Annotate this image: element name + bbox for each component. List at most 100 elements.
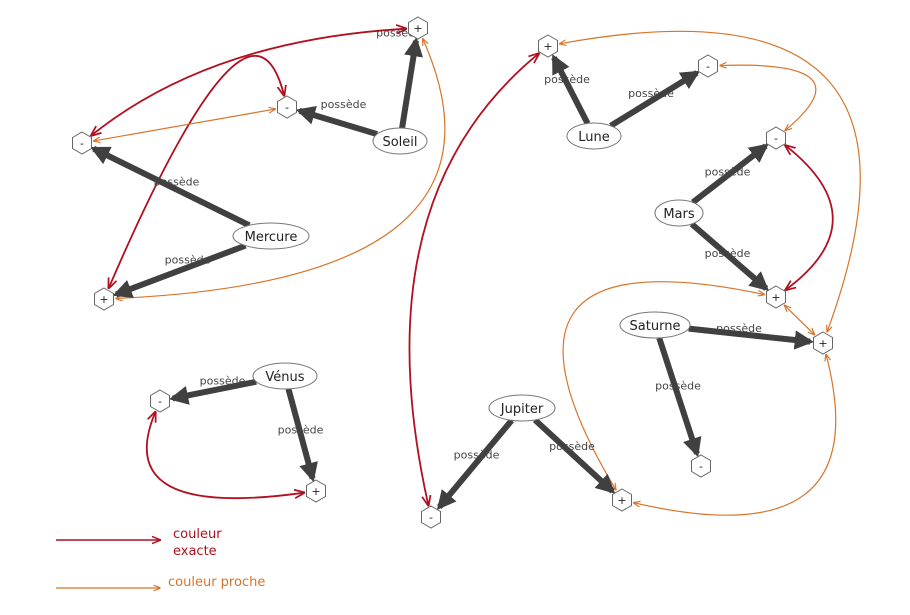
possede-arrow (295, 105, 378, 137)
hex-sign-label: + (617, 494, 626, 507)
planet-node-venus: Vénus (252, 362, 318, 390)
hex-node-mars-minus: - (766, 126, 786, 150)
possede-arrow (690, 143, 769, 205)
color-link-exact (408, 54, 538, 506)
possede-arrow (532, 417, 616, 494)
hex-node-venus-minus: - (150, 389, 170, 413)
color-link-close (785, 305, 815, 334)
possede-label: possède (655, 380, 701, 393)
possede-edges-layer: possède possède possède possède possède possè… (90, 27, 814, 510)
planet-ellipse (488, 394, 556, 422)
planet-ellipse (654, 199, 704, 227)
planet-node-mars: Mars (654, 199, 704, 227)
color-link-close (634, 355, 837, 516)
planet-node-jupiter: Jupiter (488, 394, 556, 422)
possede-arrow (551, 54, 591, 125)
hex-sign-label: - (285, 101, 289, 114)
hexagon-shape (277, 95, 297, 119)
possede-label: possède (549, 440, 595, 453)
hex-node-soleil-minus: - (277, 95, 297, 119)
possede-arrow (436, 418, 514, 510)
hex-sign-label: - (699, 460, 703, 473)
hexagon-shape (698, 54, 718, 78)
planet-node-mercure: Mercure (232, 222, 310, 250)
possede-arrow (688, 325, 814, 350)
hexagon-shape (813, 331, 833, 355)
possede-arrow (689, 221, 770, 292)
hex-node-lune-plus: + (538, 34, 558, 58)
hex-node-mercure-minus: - (72, 131, 92, 155)
possede-label: possède (544, 73, 590, 86)
possede-arrow (112, 242, 247, 298)
possede-label: possède (705, 247, 751, 260)
hex-node-jupiter-minus: - (421, 505, 441, 529)
legend-label-close: couleur proche (168, 575, 265, 590)
planet-ellipse (232, 222, 310, 250)
hexagon-shape (766, 126, 786, 150)
planet-label: Jupiter (500, 402, 544, 417)
planet-ellipse (372, 127, 428, 155)
possede-label: possède (321, 98, 367, 111)
hex-node-saturne-plus: + (813, 331, 833, 355)
planet-label: Lune (578, 130, 610, 145)
hex-sign-label: + (413, 22, 422, 35)
possede-label: possède (200, 375, 246, 388)
hex-node-soleil-plus: + (408, 16, 428, 40)
hex-node-saturne-minus: - (691, 454, 711, 478)
possede-label: possède (716, 322, 762, 335)
hexagon-shape (94, 287, 114, 311)
hex-sign-label: + (771, 291, 780, 304)
possede-label: possède (278, 424, 324, 437)
possede-label: possède (165, 254, 211, 267)
hex-sign-label: - (774, 132, 778, 145)
hex-node-jupiter-plus: + (612, 488, 632, 512)
hex-sign-label: + (99, 293, 108, 306)
color-link-exact (91, 29, 406, 136)
hex-sign-label: - (80, 137, 84, 150)
color-link-close (562, 281, 764, 490)
color-link-close (560, 30, 861, 331)
planet-ellipse (566, 122, 622, 150)
planet-node-saturne: Saturne (619, 311, 691, 339)
hexagon-shape (150, 389, 170, 413)
planet-ellipse (619, 311, 691, 339)
hex-sign-label: - (706, 60, 710, 73)
planet-node-soleil: Soleil (372, 127, 428, 155)
possede-arrow (285, 388, 318, 483)
color-link-exact (785, 145, 834, 289)
planet-label: Mercure (245, 230, 298, 245)
hex-node-lune-minus: - (698, 54, 718, 78)
possede-arrow (656, 336, 702, 458)
hex-node-mercure-plus: + (94, 287, 114, 311)
possede-label: possède (154, 176, 200, 189)
hexagon-shape (421, 505, 441, 529)
planet-label: Soleil (382, 135, 417, 150)
color-link-close (720, 65, 817, 130)
hex-sign-label: - (158, 395, 162, 408)
hexagon-shape (408, 16, 428, 40)
hexagon-shape (612, 488, 632, 512)
planet-label: Saturne (630, 319, 681, 334)
hexagon-shape (306, 479, 326, 503)
hexagon-shape (72, 131, 92, 155)
hex-node-mars-plus: + (766, 285, 786, 309)
possede-label: possède (628, 87, 674, 100)
hex-node-venus-plus: + (306, 479, 326, 503)
hexagon-shape (766, 285, 786, 309)
possede-arrow (609, 70, 701, 129)
possede-arrow (90, 146, 251, 229)
possede-label: possède (705, 166, 751, 179)
possede-label: possède (454, 449, 500, 462)
possede-arrow (399, 37, 424, 129)
color-link-exact (145, 412, 304, 498)
planet-ellipse (252, 362, 318, 390)
color-edges-layer (91, 29, 861, 516)
planet-node-lune: Lune (566, 122, 622, 150)
hex-sign-label: - (429, 511, 433, 524)
planet-label: Vénus (265, 370, 304, 385)
hex-sign-label: + (311, 485, 320, 498)
